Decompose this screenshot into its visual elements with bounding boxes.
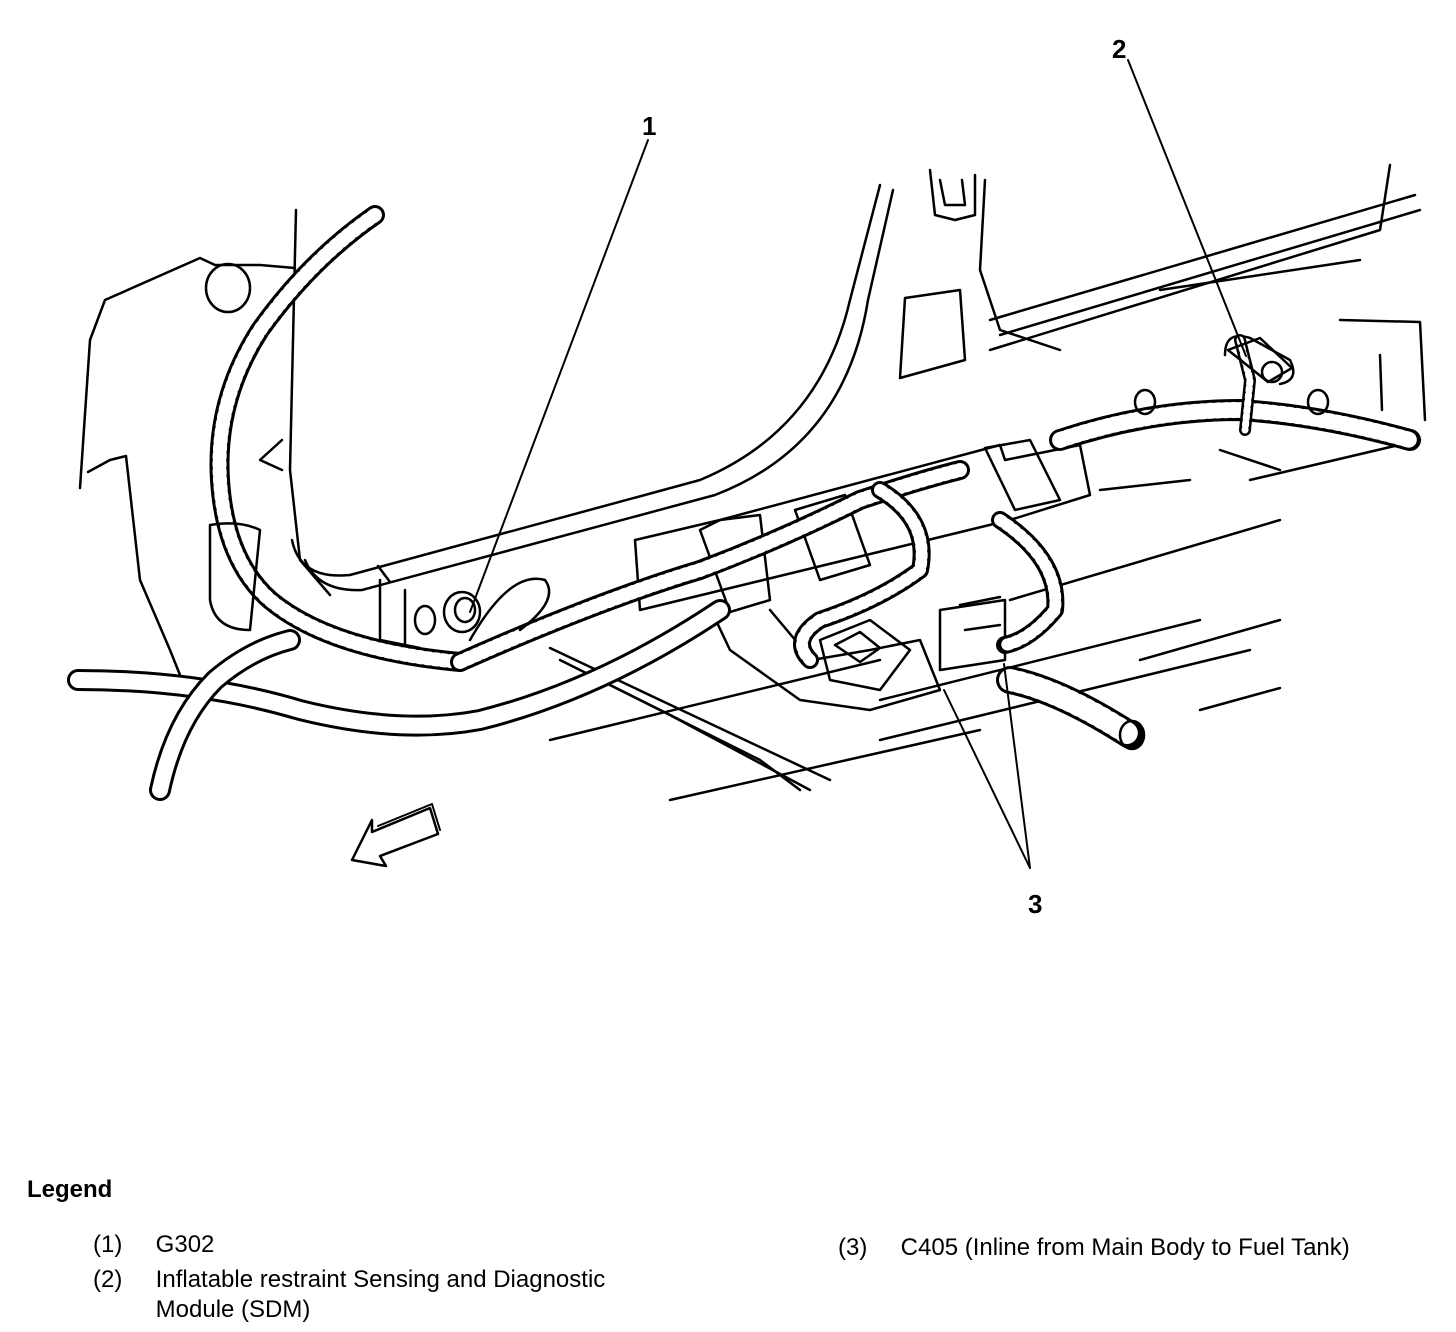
legend-item-3: (3) C405 (Inline from Main Body to Fuel … (838, 1233, 1350, 1263)
sdm-module (1226, 336, 1294, 384)
callout-2: 2 (1112, 34, 1126, 64)
callout-leaders (469, 59, 1247, 869)
floor-lines (548, 438, 1422, 802)
legend-item-text: C405 (Inline from Main Body to Fuel Tank… (900, 1234, 1350, 1261)
wiring-harness (67, 205, 1421, 801)
legend-item-text: Inflatable restraint Sensing and Diagnos… (156, 1265, 606, 1325)
ground-stud-g302 (442, 590, 482, 634)
front-direction-arrow (350, 803, 441, 868)
legend-item-2: (2) Inflatable restraint Sensing and Dia… (93, 1265, 605, 1325)
legend-item-number: (1) (93, 1231, 123, 1258)
callout-1: 1 (642, 111, 656, 141)
legend-item-number: (2) (93, 1266, 123, 1293)
callout-3: 3 (1028, 889, 1042, 919)
legend-item-text-line1: Inflatable restraint Sensing and Diagnos… (155, 1266, 606, 1293)
legend-item-number: (3) (838, 1234, 868, 1261)
legend-item-text: G302 (155, 1231, 215, 1258)
body-panels (78, 163, 1427, 702)
legend-item-text-line2: Module (SDM) (155, 1296, 311, 1323)
legend-item-1: (1) G302 (93, 1230, 214, 1260)
wiring-harness-diagram: 1 2 3 (67, 34, 1427, 919)
legend-title: Legend (27, 1176, 113, 1203)
